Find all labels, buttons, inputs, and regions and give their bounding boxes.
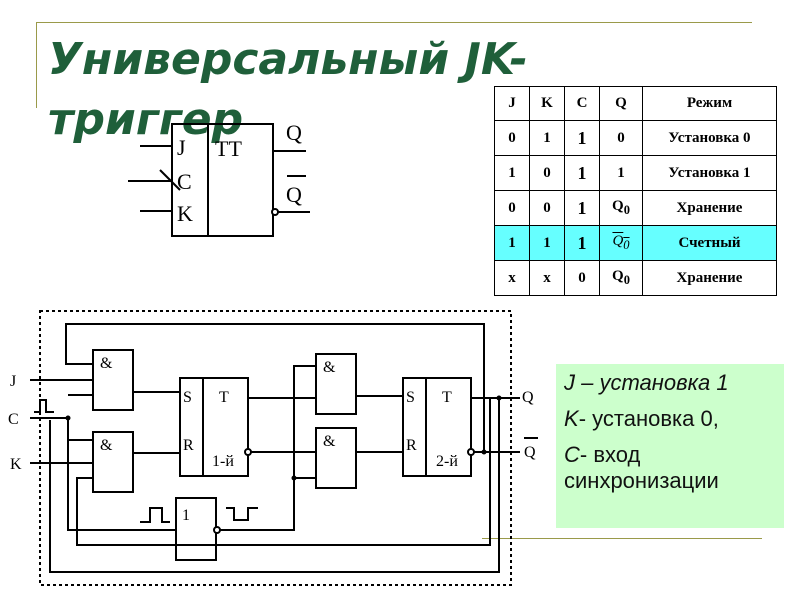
cell-q-symbol: Q (612, 268, 624, 284)
cell-q: Q0 (599, 260, 643, 296)
cell-q-subscript: 0 (623, 273, 630, 287)
legend-line-sync: синхронизации (564, 468, 719, 493)
slide-title-line-1: Универсальный JK- (48, 34, 528, 85)
frame-line-top (36, 22, 752, 23)
symbol-input-j: J (177, 135, 186, 160)
frame-line-bottom (482, 538, 762, 539)
truth-table-header-row: J K C Q Режим (494, 86, 777, 121)
truth-table: J K C Q Режим 0 1 1 0 Установка 0 1 0 1 … (494, 86, 777, 296)
ff2-s-label: S (406, 389, 415, 406)
frame-line-left (36, 22, 37, 108)
and-gate-1 (92, 349, 134, 411)
ff1-s-label: S (183, 389, 192, 406)
symbol-type: TT (215, 136, 242, 161)
wire-feedback-qbar (65, 323, 485, 452)
legend-line-j: J – установка 1 (564, 370, 729, 395)
and-gate-3 (315, 353, 357, 415)
circuit-input-j: J (10, 373, 16, 390)
wire-c-in (30, 417, 176, 531)
ff2-r-label: R (406, 437, 417, 454)
symbol-inversion-bubble (271, 208, 279, 216)
symbol-output-q: Q (286, 120, 302, 145)
cell-q-inverted-symbol: Q (612, 233, 624, 249)
cell-q: Q0 (599, 225, 643, 261)
slide-title: Универсальный JK- триггер (48, 30, 608, 150)
and-gate-4 (315, 427, 357, 489)
cell-c: 0 (564, 260, 600, 296)
circuit-input-k: K (10, 456, 22, 473)
cell-j: 1 (494, 225, 530, 261)
junction-dot (481, 449, 487, 455)
legend-k-symbol: K (564, 406, 579, 431)
symbol-output-qbar: Q (286, 182, 302, 207)
cell-q-subscript: 0 (623, 238, 630, 252)
symbol-input-c: C (177, 169, 192, 194)
not-inversion-bubble (213, 526, 221, 534)
legend-c-text: - вход (579, 442, 641, 467)
ff1-r-label: R (183, 437, 194, 454)
symbol-input-k: K (177, 201, 193, 226)
flipflop-2 (402, 377, 472, 477)
legend-k-text: - установка 0, (578, 406, 719, 431)
wire-feedback-q (49, 398, 500, 573)
cell-mode: Хранение (642, 260, 777, 296)
cell-q: 0 (599, 120, 643, 156)
legend-c-symbol: C (564, 442, 580, 467)
table-row: 0 1 1 0 Установка 0 (494, 120, 777, 156)
table-row: 1 0 1 1 Установка 1 (494, 155, 777, 191)
circuit-dashed-border (39, 310, 512, 586)
slide-title-line-2: триггер (48, 94, 244, 145)
ff2-t-label: T (442, 389, 452, 406)
legend-line-k: K- установка 0, (564, 406, 776, 432)
cell-k: 1 (529, 225, 565, 261)
ff1-name: 1-й (212, 453, 234, 470)
wire-feedback-q-and2 (76, 398, 491, 546)
col-q-header: Q (599, 86, 643, 121)
and-gate-2-label: & (100, 437, 113, 454)
and-gate-2 (92, 431, 134, 493)
junction-dot (496, 395, 502, 401)
col-k-header: K (529, 86, 565, 121)
legend-line-c: C- вход (564, 442, 776, 468)
col-mode-header: Режим (642, 86, 777, 121)
cell-q: Q0 (599, 190, 643, 226)
circuit-output-q: Q (522, 389, 534, 406)
ff1-inversion-bubble (244, 448, 252, 456)
ff2-name: 2-й (436, 453, 458, 470)
wire-not-to-and34 (219, 365, 316, 531)
junction-dot (291, 475, 297, 481)
circuit-input-c: C (8, 411, 19, 428)
cell-j: 0 (494, 120, 530, 156)
and-gate-3-label: & (323, 359, 336, 376)
and-gate-1-label: & (100, 355, 113, 372)
cell-mode: Установка 0 (642, 120, 777, 156)
clock-pulse-icon-not-out (226, 507, 258, 521)
ff2-inversion-bubble (467, 448, 475, 456)
legend-box: J – установка 1 K- установка 0, C- вход … (556, 364, 784, 528)
ff1-t-label: T (219, 389, 229, 406)
clock-pulse-icon-input (34, 399, 54, 413)
cell-q-subscript: 0 (623, 203, 630, 217)
clock-pulse-icon-not-in (140, 507, 170, 523)
table-row-highlighted: 1 1 1 Q0 Счетный (494, 225, 777, 261)
circuit-output-qbar: Q (524, 444, 536, 461)
not-gate-label: 1 (182, 507, 190, 524)
cell-q-symbol: Q (612, 198, 624, 214)
flipflop-1 (179, 377, 249, 477)
symbol-c-edge-mark (159, 169, 181, 191)
junction-dot (65, 415, 71, 421)
cell-k: x (529, 260, 565, 296)
table-row: x x 0 Q0 Хранение (494, 260, 777, 296)
cell-j: 1 (494, 155, 530, 191)
and-gate-4-label: & (323, 433, 336, 450)
cell-j: x (494, 260, 530, 296)
